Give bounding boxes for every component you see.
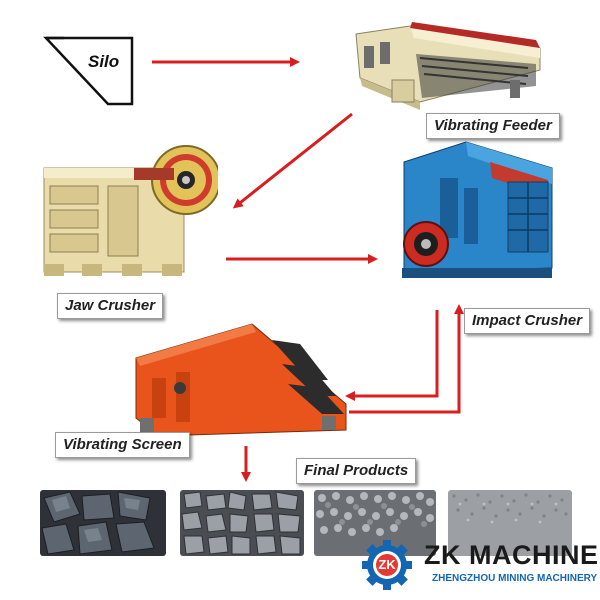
arrow-impact-to-screen: [345, 310, 439, 401]
vibrating-screen-label: Vibrating Screen: [55, 432, 190, 458]
silo-label: Silo: [88, 52, 120, 71]
final-products-label: Final Products: [296, 458, 417, 484]
vibrating-screen-machine: [135, 323, 347, 437]
arrow-feeder-to-jaw: [232, 112, 353, 209]
product-small-gravel: [314, 490, 436, 556]
vibrating-feeder-machine: [355, 22, 541, 110]
product-fine-sand: [448, 490, 572, 556]
silo-icon: [43, 36, 134, 106]
vibrating-feeder-label: Vibrating Feeder: [426, 113, 560, 139]
jaw-crusher-label: Jaw Crusher: [57, 293, 164, 319]
product-medium-stone: [180, 490, 304, 556]
arrow-screen-return: [349, 304, 464, 414]
product-large-stone: [40, 490, 166, 556]
brand-subtitle: ZHENGZHOU MINING MACHINERY: [432, 573, 598, 584]
brand-name: ZK MACHINE: [424, 540, 599, 570]
zk-logo-gear-icon: [362, 540, 412, 590]
impact-crusher-machine: [402, 141, 553, 278]
zk-logo-text: ZK: [378, 557, 396, 572]
impact-crusher-label: Impact Crusher: [464, 308, 591, 334]
jaw-crusher-machine: [43, 145, 218, 276]
